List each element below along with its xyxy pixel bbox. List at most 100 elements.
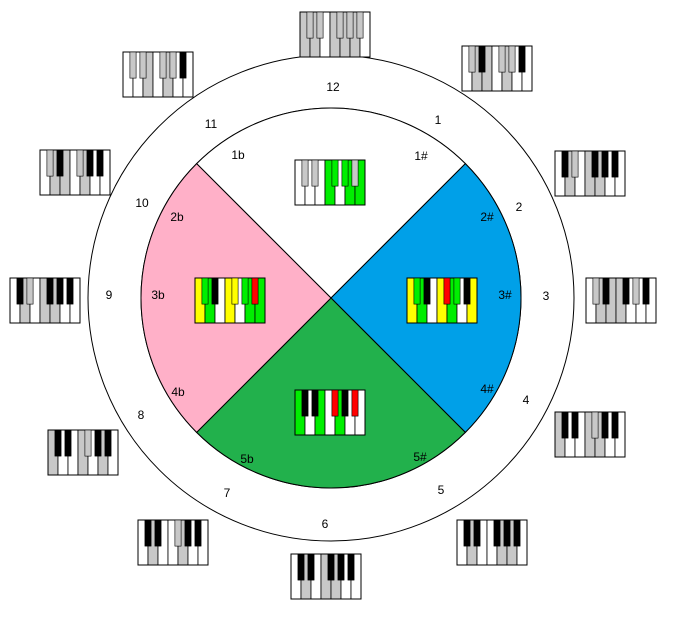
black-key [169,51,177,79]
black-key [331,389,339,417]
black-key [174,519,182,547]
black-key [56,277,64,305]
inner-label-5b: 5b [240,452,254,466]
black-key [602,277,610,305]
black-key [96,149,104,177]
keyboard-frame [554,150,626,197]
black-key [327,553,335,581]
keyboard-frame [194,277,266,324]
black-key [184,519,192,547]
black-key [423,277,431,305]
keyboard-frame [406,277,478,324]
black-key [468,45,476,73]
inner-label-3sharp: 3# [498,288,512,302]
black-key [311,389,319,417]
outer-keyboard-12 [299,11,371,58]
black-key [592,277,600,305]
black-key [337,553,345,581]
black-key [301,389,309,417]
outer-keyboard-4 [554,411,626,458]
clock-label-9: 9 [106,288,113,302]
keyboard-frame [39,149,111,196]
clock-label-4: 4 [523,393,530,407]
inner-label-3b: 3b [151,288,165,302]
black-key [463,519,471,547]
black-key [561,150,569,178]
black-key [331,159,339,187]
black-key [139,51,147,79]
black-key [54,429,62,457]
black-key [632,277,640,305]
outer-keyboard-5 [456,519,528,566]
clock-label-8: 8 [138,408,145,422]
black-key [443,277,451,305]
black-key [498,45,506,73]
clock-label-7: 7 [224,486,231,500]
black-key [26,277,34,305]
black-key [16,277,24,305]
outer-keyboard-8 [47,429,119,476]
black-key [251,277,259,305]
outer-keyboard-7 [137,519,209,566]
black-key [341,159,349,187]
keyboard-frame [461,45,533,92]
keyboard-frame [554,411,626,458]
inner-label-2sharp: 2# [480,210,494,224]
outer-keyboards [9,11,657,600]
black-key [86,149,94,177]
clock-label-5: 5 [438,483,445,497]
inner-label-4sharp: 4# [480,382,494,396]
center-keyboards [194,159,478,436]
outer-keyboard-11 [122,51,194,98]
black-key [346,11,354,39]
black-key [351,159,359,187]
inner-label-4b: 4b [171,385,185,399]
black-key [463,277,471,305]
black-key [591,411,599,439]
inner-label-2b: 2b [170,210,184,224]
clock-label-3: 3 [543,289,550,303]
black-key [201,277,209,305]
black-key [347,553,355,581]
keyboard-frame [9,277,81,324]
black-key [508,45,516,73]
keyboard-frame [137,519,209,566]
black-key [129,51,137,79]
outer-keyboard-2 [554,150,626,197]
black-key [159,51,167,79]
keyboard-frame [122,51,194,98]
black-key [84,429,92,457]
keyboard-frame [47,429,119,476]
outer-keyboard-9 [9,277,81,324]
center-keyboard-bottom [294,389,366,436]
black-key [301,159,309,187]
black-key [611,150,619,178]
black-key [231,277,239,305]
black-key [478,45,486,73]
black-key [642,277,650,305]
clock-label-12: 12 [326,80,340,94]
keyboard-frame [299,11,371,58]
black-key [561,411,569,439]
clock-label-6: 6 [322,517,329,531]
black-key [601,411,609,439]
clock-label-11: 11 [205,117,218,131]
keyboard-frame [585,277,657,324]
clock-label-10: 10 [135,196,149,210]
black-key [493,519,501,547]
black-key [104,429,112,457]
black-key [413,277,421,305]
black-key [154,519,162,547]
black-key [144,519,152,547]
black-key [622,277,630,305]
black-key [518,45,526,73]
black-key [341,389,349,417]
black-key [316,11,324,39]
black-key [611,411,619,439]
clock-label-2: 2 [516,200,523,214]
outer-keyboard-10 [39,149,111,196]
black-key [46,277,54,305]
